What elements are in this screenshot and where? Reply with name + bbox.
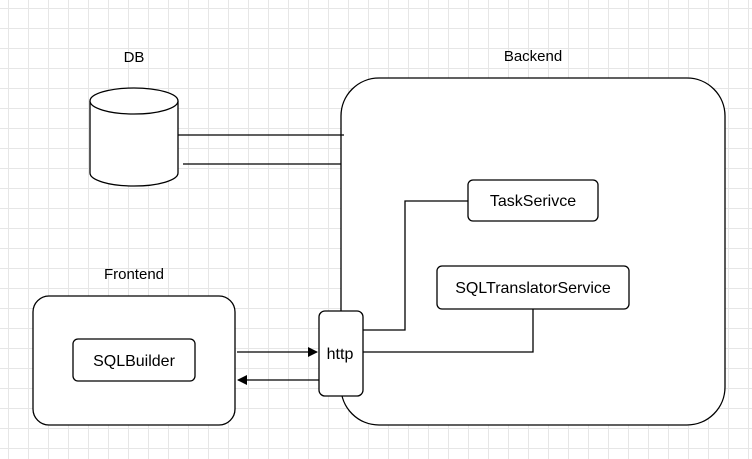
sqltranslatorservice-label: SQLTranslatorService <box>455 280 611 297</box>
http-label: http <box>327 346 354 363</box>
http-box[interactable] <box>318 310 364 397</box>
sqlbuilder-box[interactable] <box>72 338 196 382</box>
frontend-label: Frontend <box>104 266 164 283</box>
http-to-sqltranslator-connector <box>363 309 534 353</box>
backend-container[interactable] <box>340 77 726 426</box>
sqlbuilder-label: SQLBuilder <box>93 353 175 370</box>
db-cylinder[interactable] <box>89 87 179 187</box>
db-label: DB <box>124 49 145 66</box>
backend-label: Backend <box>504 48 562 65</box>
http-to-taskservice-connector <box>363 200 468 331</box>
taskservice-label: TaskSerivce <box>490 193 576 210</box>
